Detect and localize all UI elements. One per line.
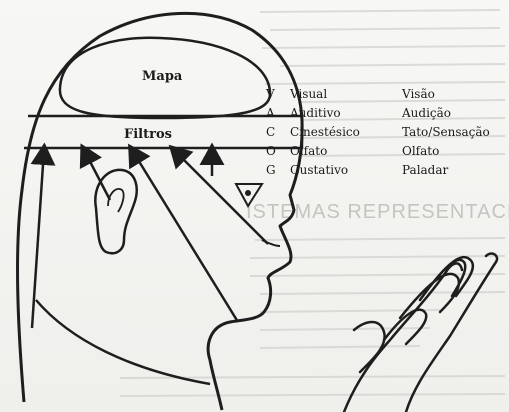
sense-letter-c: C (266, 125, 275, 139)
sense-pt-a: Audição (401, 106, 451, 120)
background-heading: ISTEMAS REPRESENTACIONAIS (246, 201, 509, 223)
sense-english-v: Visual (289, 87, 327, 101)
sense-letter-o: O (266, 144, 276, 158)
ear-inner (108, 189, 124, 212)
map-label: Mapa (142, 69, 183, 84)
sense-letter-g: G (266, 163, 276, 177)
sense-pt-c: Tato/Sensação (402, 125, 490, 139)
eye-pupil (245, 190, 251, 196)
sense-pt-o: Olfato (402, 144, 439, 158)
sense-english-c: Cinestésico (290, 125, 360, 139)
filters-label: Filtros (124, 127, 172, 142)
hand-drawing (344, 254, 497, 412)
sense-english-o: Olfato (290, 144, 327, 158)
sense-letter-v: V (265, 87, 275, 101)
neck-line (36, 300, 210, 384)
sense-pt-v: Visão (401, 87, 435, 101)
arrow-taste (132, 150, 238, 322)
sense-arrows (32, 150, 268, 328)
sense-pt-g: Paladar (402, 163, 449, 177)
sense-english-g: Gustativo (290, 163, 348, 177)
sense-english-a: Auditivo (289, 106, 341, 120)
sense-letter-a: A (265, 106, 275, 120)
